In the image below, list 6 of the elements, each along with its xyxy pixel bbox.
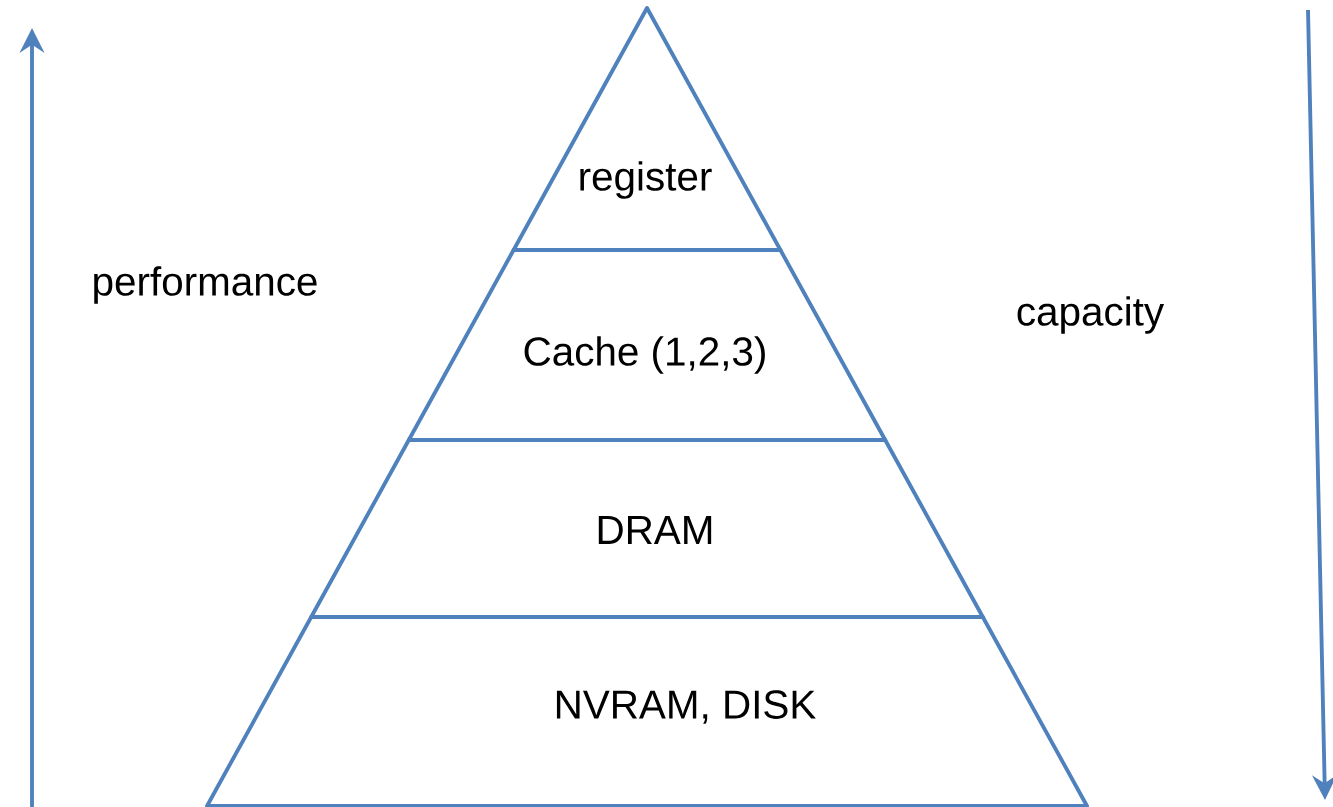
pyramid-level: NVRAM, DISK — [205, 615, 1089, 807]
axis-label: capacity — [1017, 296, 1165, 334]
pyramid-level: Cache (1,2,3) — [406, 248, 888, 442]
pyramid-level: DRAM — [309, 438, 985, 619]
pyramid-level: register — [511, 6, 783, 252]
axis-label: performance — [94, 266, 317, 304]
